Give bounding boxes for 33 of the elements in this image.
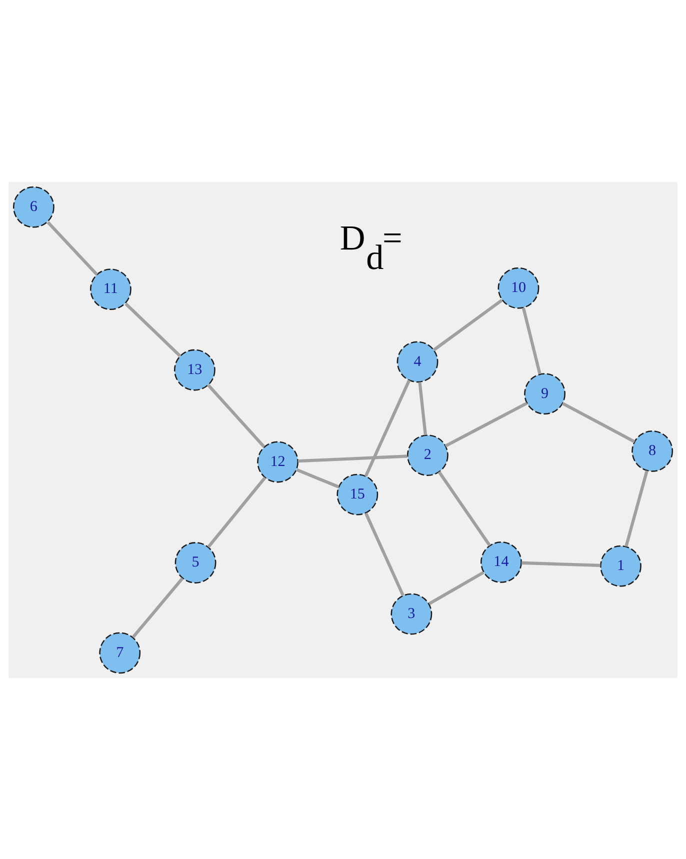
node-circle: 12 <box>257 440 298 482</box>
node-circle: 1 <box>600 544 642 586</box>
connector <box>444 401 528 447</box>
node-circle: 3 <box>390 592 432 634</box>
connector <box>562 401 636 443</box>
connector <box>438 470 491 546</box>
node-circle: 7 <box>99 632 141 674</box>
connector <box>428 570 484 605</box>
connector <box>124 302 182 357</box>
connector <box>522 307 542 374</box>
node-circle: 15 <box>336 473 378 515</box>
node-circle: 8 <box>632 430 674 472</box>
connector <box>364 512 404 596</box>
connector <box>364 379 411 476</box>
node-circle: 11 <box>90 268 132 310</box>
node-circle: 2 <box>406 434 448 476</box>
connector <box>432 298 503 351</box>
node-circle: 14 <box>480 541 522 582</box>
connector <box>132 576 184 638</box>
connector <box>207 383 266 448</box>
node-circle: 10 <box>498 266 540 308</box>
node-circle: 6 <box>12 186 54 228</box>
connector <box>298 454 408 462</box>
connector <box>418 382 428 435</box>
connector <box>46 220 98 276</box>
connector <box>296 468 340 488</box>
connector <box>207 476 266 548</box>
node-circle: 9 <box>524 372 566 414</box>
connector <box>624 470 648 546</box>
node-circle: 4 <box>396 340 438 382</box>
connector <box>521 560 600 566</box>
node-circle: 5 <box>174 542 216 583</box>
node-circle: 13 <box>174 348 216 390</box>
